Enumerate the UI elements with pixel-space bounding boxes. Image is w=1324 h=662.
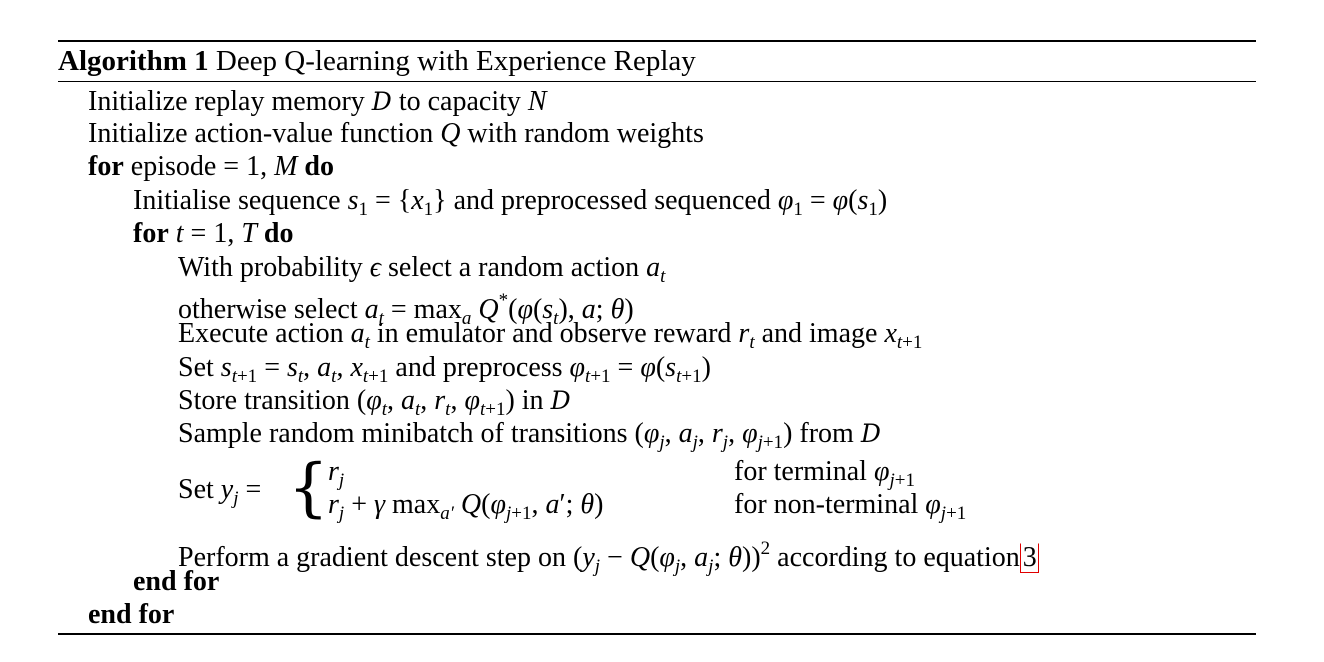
case-2-expr: rj + γ maxa′ Q(φj+1, a′; θ) — [328, 489, 604, 524]
algorithm-caption: Algorithm 1 Deep Q-learning with Experie… — [58, 44, 696, 78]
algo-line-3: for episode = 1, M do — [88, 151, 334, 182]
case-2-cond: for non-terminal φj+1 — [734, 489, 967, 524]
algorithm-bottom-rule — [58, 633, 1256, 635]
algo-line-6: With probability ϵ select a random actio… — [178, 252, 666, 287]
algorithm-top-rule — [58, 40, 1256, 42]
algo-line-2: Initialize action-value function Q with … — [88, 118, 704, 149]
algo-line-12: Set yj = — [178, 474, 262, 509]
algo-line-4: Initialise sequence s1 = {x1} and prepro… — [133, 185, 888, 220]
algorithm-title: Deep Q-learning with Experience Replay — [215, 45, 696, 77]
algorithm-caption-rule — [58, 81, 1256, 82]
case-1-cond: for terminal φj+1 — [734, 456, 915, 491]
equation-ref-link[interactable]: 3 — [1019, 543, 1039, 573]
cases-brace: { — [288, 451, 329, 525]
algo-line-7: otherwise select at = maxa Q*(φ(st), a; … — [178, 290, 634, 329]
algo-line-8: Execute action at in emulator and observ… — [178, 318, 923, 353]
algo-line-1: Initialize replay memory D to capacity N — [88, 86, 547, 117]
algo-line-5: for t = 1, T do — [133, 218, 294, 249]
algo-line-9: Set st+1 = st, at, xt+1 and preprocess φ… — [178, 352, 711, 387]
case-1-expr: rj — [328, 456, 345, 491]
algo-line-10: Store transition (φt, at, rt, φt+1) in D — [178, 385, 571, 420]
algorithm-label: Algorithm 1 — [58, 45, 209, 77]
algo-line-15: end for — [88, 599, 175, 630]
algo-line-11: Sample random minibatch of transitions (… — [178, 418, 881, 453]
algo-line-14: end for — [133, 566, 220, 597]
algo-line-13: Perform a gradient descent step on (yj −… — [178, 538, 1039, 577]
